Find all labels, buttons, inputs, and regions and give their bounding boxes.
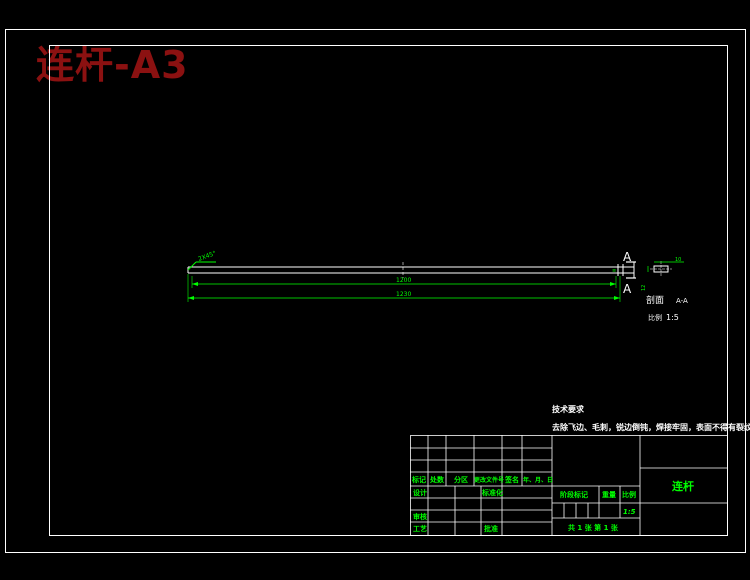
scale-label: 比例 bbox=[622, 490, 636, 499]
section-mark-bottom: A bbox=[623, 282, 632, 296]
section-name: A-A bbox=[676, 297, 688, 305]
section-width-dim: 10 bbox=[675, 257, 681, 263]
tech-req-heading: 技术要求 bbox=[552, 404, 585, 414]
section-label: 剖面 bbox=[646, 294, 664, 306]
rev-header-count: 处数 bbox=[429, 475, 445, 484]
standardize-label: 标准化 bbox=[481, 488, 503, 497]
approve-label: 批准 bbox=[484, 524, 498, 533]
section-view: 10 12 剖面 A-A 比例 1:5 bbox=[641, 257, 688, 322]
inner-length-dim-label: 1200 bbox=[396, 277, 411, 284]
rev-header-zone: 分区 bbox=[454, 475, 468, 484]
part-name: 连杆 bbox=[672, 479, 694, 493]
design-label: 设计 bbox=[413, 488, 427, 497]
rev-header-mark: 标记 bbox=[411, 475, 426, 484]
outer-frame bbox=[5, 29, 746, 553]
tech-req-text: 去除飞边、毛刺，锐边倒钝，焊接牢固，表面不得有裂纹、砂眼。 bbox=[552, 422, 750, 432]
weight-label: 重量 bbox=[602, 490, 616, 499]
sheet-count: 共 1 张 第 1 张 bbox=[568, 523, 619, 532]
section-scale-label: 比例 bbox=[648, 313, 662, 322]
rev-header-sign: 签名 bbox=[504, 475, 519, 484]
tech-requirements: 技术要求 去除飞边、毛刺，锐边倒钝，焊接牢固，表面不得有裂纹、砂眼。 bbox=[552, 404, 750, 432]
rev-header-date: 年、月、日 bbox=[523, 476, 553, 484]
part-view: 2X45° 1200 1230 A A ≡ bbox=[187, 250, 636, 302]
section-height-dim: 12 bbox=[641, 285, 647, 291]
section-mark-top: A bbox=[623, 250, 632, 264]
chamfer-dim-label: 2X45° bbox=[197, 250, 217, 263]
section-scale-value: 1:5 bbox=[666, 313, 679, 322]
drawing-title-watermark: 连杆-A3 bbox=[36, 43, 189, 87]
stage-mark-label: 阶段标记 bbox=[560, 490, 588, 499]
inner-frame bbox=[49, 45, 728, 536]
review-label: 审核 bbox=[413, 512, 427, 521]
title-block bbox=[410, 435, 728, 536]
rev-header-file: 更改文件号 bbox=[474, 476, 504, 484]
title-block-text: 标记 处数 分区 更改文件号 签名 年、月、日 设计 标准化 审核 工艺 批准 … bbox=[411, 475, 694, 533]
total-length-dim-label: 1230 bbox=[396, 291, 411, 298]
process-label: 工艺 bbox=[413, 524, 427, 533]
svg-text:≡: ≡ bbox=[612, 268, 616, 274]
scale-value: 1:5 bbox=[623, 508, 636, 516]
